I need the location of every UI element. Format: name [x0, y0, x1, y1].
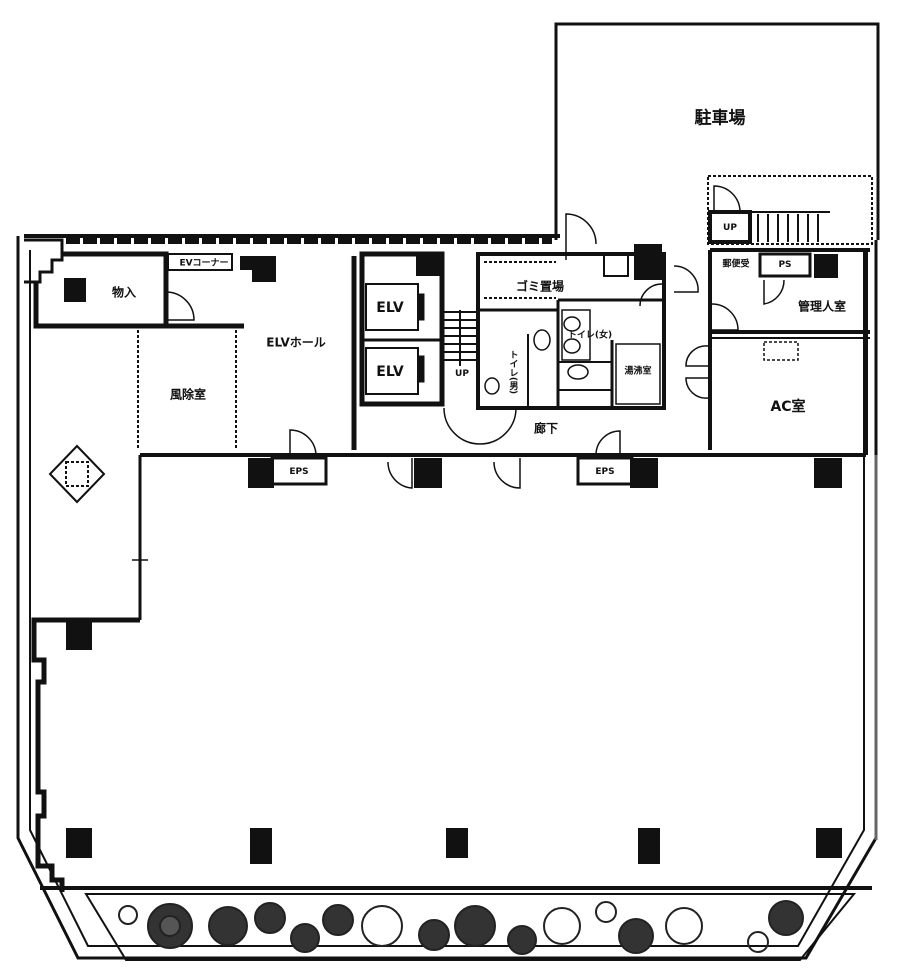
door-swing — [165, 291, 195, 321]
corridor-door-arc — [443, 407, 517, 445]
room-label-manager: 管理人室 — [797, 299, 847, 314]
door-swing — [711, 303, 739, 331]
door-swing — [387, 458, 413, 489]
trees — [118, 900, 804, 955]
column — [634, 244, 662, 280]
room-label-windbreak: 風除室 — [169, 387, 207, 402]
column — [414, 458, 442, 488]
double-door — [685, 345, 709, 399]
diamond-symbol — [48, 444, 106, 504]
room-label-ev-corner: EVコーナー — [179, 258, 229, 269]
room-label-mail: 郵便受 — [722, 259, 750, 270]
column — [814, 254, 838, 278]
eps-boxes — [270, 456, 634, 486]
bottom-columns — [66, 828, 842, 864]
room-label-kitchenette: 湯沸室 — [624, 366, 652, 377]
column — [66, 622, 92, 650]
room-label-eps-2: EPS — [595, 467, 615, 477]
room-label-corridor: 廊下 — [533, 421, 559, 436]
room-label-eps-1: EPS — [289, 467, 309, 477]
door-swing — [595, 430, 621, 456]
room-label-elv-1: ELV — [376, 300, 404, 316]
door-swing — [493, 458, 521, 489]
column — [814, 458, 842, 488]
corner-column — [24, 238, 64, 284]
door-swing — [565, 213, 597, 260]
room-label-elv-2: ELV — [376, 364, 404, 380]
left-stepped-wall — [31, 617, 140, 892]
column — [248, 458, 274, 488]
right-block-walls — [707, 175, 873, 455]
stair-up-label-2: UP — [723, 223, 737, 233]
stairs — [442, 310, 478, 366]
planter — [40, 886, 872, 961]
elevator-shafts — [359, 251, 445, 407]
room-label-parking: 駐車場 — [694, 108, 746, 129]
door-swing — [713, 185, 741, 213]
room-label-garbage: ゴミ置場 — [515, 279, 565, 294]
hall-walls — [132, 256, 866, 620]
door-swing — [673, 265, 699, 293]
column — [64, 278, 86, 302]
column — [630, 458, 658, 488]
room-label-ac: AC室 — [770, 399, 806, 415]
room-label-ps: PS — [778, 260, 792, 270]
column — [416, 254, 440, 276]
door-swing — [289, 429, 317, 456]
storage-room — [33, 251, 169, 329]
room-label-storage: 物入 — [111, 285, 137, 300]
stair-up-label: UP — [455, 369, 469, 379]
door-swing — [763, 279, 785, 305]
room-label-elv-hall: ELVホール — [266, 335, 326, 350]
room-label-toilet-male: トイレ(男) — [507, 349, 518, 395]
right-stairs — [757, 214, 819, 242]
garbage-racks — [484, 261, 556, 299]
core-walls — [476, 252, 666, 410]
ev-corner-box — [167, 253, 233, 271]
column — [240, 256, 276, 282]
parking-outline — [554, 22, 880, 240]
door-swing — [639, 283, 663, 307]
room-label-toilet-female: トイレ(女) — [567, 330, 613, 341]
toilet-fixtures — [484, 316, 589, 395]
sink — [603, 253, 629, 277]
